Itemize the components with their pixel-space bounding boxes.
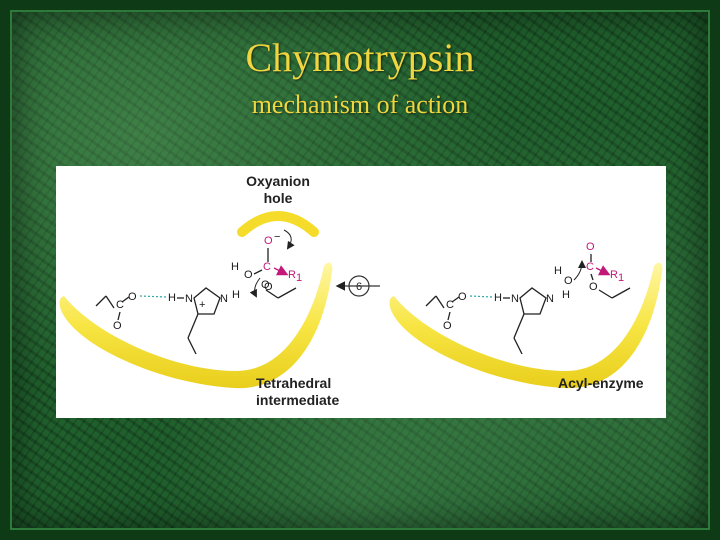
tet-h: H (231, 261, 239, 273)
asp2-o-upper: O (458, 291, 467, 303)
his-n-right: N (220, 293, 228, 305)
tet-o-left: O (244, 269, 253, 281)
tet-o-lower: O (264, 281, 273, 293)
water-h2: H (562, 289, 570, 301)
his2-h-left: H (494, 292, 502, 304)
asp-carbon: C (116, 299, 124, 311)
acyl-carbon: C (586, 261, 594, 273)
acyl-o: O (586, 241, 595, 253)
tetrahedral-panel: Oxyanion hole C O O H N N + (59, 173, 339, 408)
oxyanion-label-1: Oxyanion (246, 173, 310, 189)
left-state-label-2: intermediate (256, 392, 339, 408)
his-h-left: H (168, 292, 176, 304)
step-number: 6 (356, 281, 362, 293)
tet-r1: R (288, 269, 296, 281)
his2-n-left: N (511, 293, 519, 305)
right-state-label: Acyl-enzyme (558, 375, 644, 391)
water-o: O (564, 275, 573, 287)
acyl-r1-sub: 1 (618, 272, 624, 284)
ser-o: O (261, 279, 270, 291)
enzyme-surface-left (59, 262, 333, 389)
enzyme-surface-right (389, 262, 663, 389)
asp-o-lower: O (113, 320, 122, 332)
water-h1: H (554, 265, 562, 277)
tet-o-minus-charge: − (274, 231, 280, 243)
left-state-label-1: Tetrahedral (256, 375, 331, 391)
mechanism-diagram: Oxyanion hole C O O H N N + (59, 173, 663, 408)
his-h-right: H (232, 289, 240, 301)
slide-title: Chymotrypsin (245, 35, 475, 80)
tet-r1-sub: 1 (296, 272, 302, 284)
oxyanion-label-2: hole (264, 190, 293, 206)
acyl-o-ser: O (589, 281, 598, 293)
his2-n-right: N (546, 293, 554, 305)
reaction-step: 6 (335, 275, 380, 297)
tet-carbon: C (263, 261, 271, 273)
acyl-enzyme-panel: C O O H N N H O H O (389, 241, 663, 391)
asp2-carbon: C (446, 299, 454, 311)
his-plus: + (199, 299, 205, 311)
his-n-left: N (185, 293, 193, 305)
slide-subtitle: mechanism of action (251, 90, 469, 119)
asp2-o-lower: O (443, 320, 452, 332)
oxyanion-hole-arc (237, 211, 319, 237)
mechanism-figure: Oxyanion hole C O O H N N + (56, 166, 666, 418)
asp-o-upper: O (128, 291, 137, 303)
acyl-r1: R (610, 269, 618, 281)
tet-o-minus: O (264, 235, 273, 247)
